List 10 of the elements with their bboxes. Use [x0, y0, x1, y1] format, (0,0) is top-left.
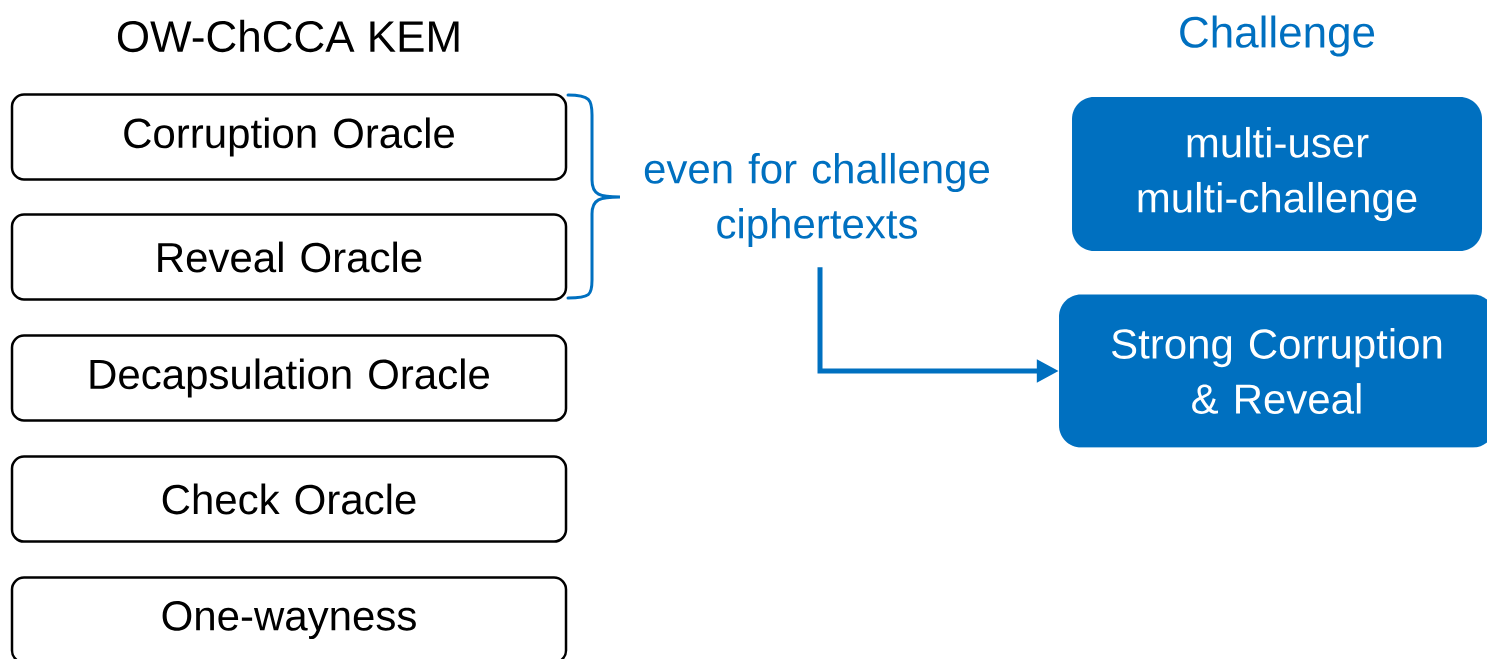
process-box: Reveal Oracle: [10, 213, 568, 301]
highlight-box: multi-user multi-challenge: [1072, 97, 1482, 251]
process-box: Corruption Oracle: [10, 93, 568, 181]
process-box: Check Oracle: [10, 455, 568, 543]
heading: Challenge: [1180, 15, 1375, 57]
process-box: Decapsulation Oracle: [10, 334, 568, 422]
heading: OW-ChCCA KEM: [117, 19, 459, 53]
annotation-text: even for challenge ciphertexts: [644, 152, 989, 248]
process-box: One-wayness: [10, 576, 568, 659]
highlight-box: Strong Corruption & Reveal: [1059, 294, 1487, 448]
